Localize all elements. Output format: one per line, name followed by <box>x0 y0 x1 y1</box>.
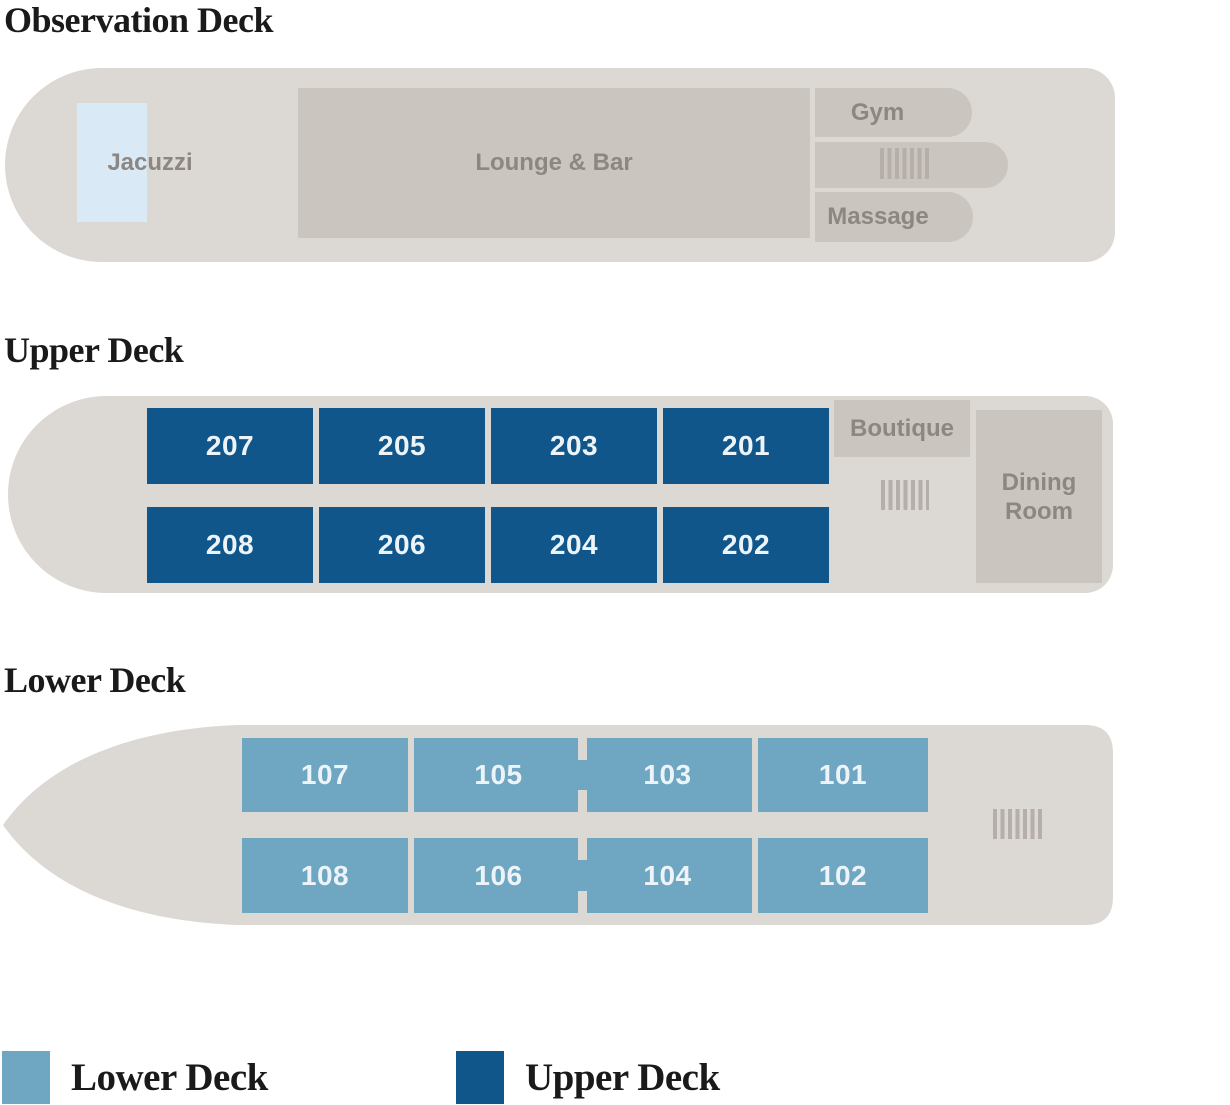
cabin-205: 205 <box>319 408 485 484</box>
cabin-number: 202 <box>721 529 771 560</box>
cabin-101: 101 <box>758 738 928 812</box>
cabin-number: 208 <box>205 529 255 560</box>
cabin-number: 106 <box>474 859 523 891</box>
cabin-number: 205 <box>377 430 427 461</box>
jacuzzi-pool <box>77 103 147 222</box>
lower-deck-title: Lower Deck <box>4 660 186 700</box>
cabin-202: 202 <box>663 507 829 583</box>
boutique-room: Boutique <box>834 400 970 457</box>
cabin-number: 104 <box>643 859 692 891</box>
legend-label: Upper Deck <box>525 1056 720 1099</box>
cabin-208: 208 <box>147 507 313 583</box>
lounge-bar-room: Lounge & Bar <box>298 88 810 238</box>
cabin-206: 206 <box>319 507 485 583</box>
lounge-bar-label: Lounge & Bar <box>475 149 633 176</box>
gym-label: Gym <box>850 98 905 126</box>
cabin-number: 203 <box>549 430 599 461</box>
upper-deck-title: Upper Deck <box>4 330 184 370</box>
cabin-107: 107 <box>242 738 408 812</box>
jacuzzi-room-label: Jacuzzi <box>107 149 193 176</box>
upper-deck-hull: 207 205 203 201 208 206 204 202 Boutique… <box>8 396 1113 593</box>
cabin-divider-tick <box>578 838 587 860</box>
cabin-102: 102 <box>758 838 928 913</box>
cabin-divider-tick <box>578 891 587 913</box>
cabin-number: 103 <box>643 759 692 790</box>
observation-deck-hull: Jacuzzi Lounge & Bar Gym Massage <box>5 68 1115 262</box>
dining-room: Dining Room <box>976 410 1102 583</box>
cabin-103: 103 <box>583 738 752 812</box>
gym-room: Gym <box>815 88 972 137</box>
legend-label: Lower Deck <box>71 1056 268 1099</box>
cabin-number: 206 <box>377 529 427 560</box>
cabin-divider-tick <box>578 790 587 812</box>
cabin-number: 102 <box>818 859 868 891</box>
massage-room: Massage <box>815 192 973 242</box>
cabin-204: 204 <box>491 507 657 583</box>
legend-item-lower-deck: Lower Deck <box>2 1050 268 1105</box>
stairs-icon <box>881 480 929 510</box>
cabin-divider-tick <box>578 738 587 760</box>
stairs-icon <box>993 809 1043 839</box>
cabin-201: 201 <box>663 408 829 484</box>
boutique-label: Boutique <box>850 414 954 442</box>
lower-deck-color-swatch <box>2 1051 50 1104</box>
cabin-207: 207 <box>147 408 313 484</box>
cabin-108: 108 <box>242 838 408 913</box>
cabin-number: 204 <box>549 529 599 560</box>
cabin-number: 207 <box>205 430 255 461</box>
cabin-106: 106 <box>414 838 583 913</box>
cabin-number: 201 <box>721 430 771 461</box>
cabin-number: 105 <box>474 759 523 790</box>
cabin-104: 104 <box>583 838 752 913</box>
cabin-203: 203 <box>491 408 657 484</box>
massage-label: Massage <box>827 203 929 230</box>
cabin-number: 108 <box>300 859 350 891</box>
cabin-105: 105 <box>414 738 583 812</box>
dining-room-label: Dining Room <box>1001 468 1077 525</box>
observation-deck-title: Observation Deck <box>4 0 273 40</box>
stairs-icon <box>880 148 930 179</box>
legend-item-upper-deck: Upper Deck <box>456 1050 720 1105</box>
lower-deck-hull: 107 105 103 101 108 106 104 <box>3 725 1113 925</box>
cabin-number: 101 <box>818 759 868 790</box>
upper-deck-color-swatch <box>456 1051 504 1104</box>
cabin-number: 107 <box>300 759 350 790</box>
